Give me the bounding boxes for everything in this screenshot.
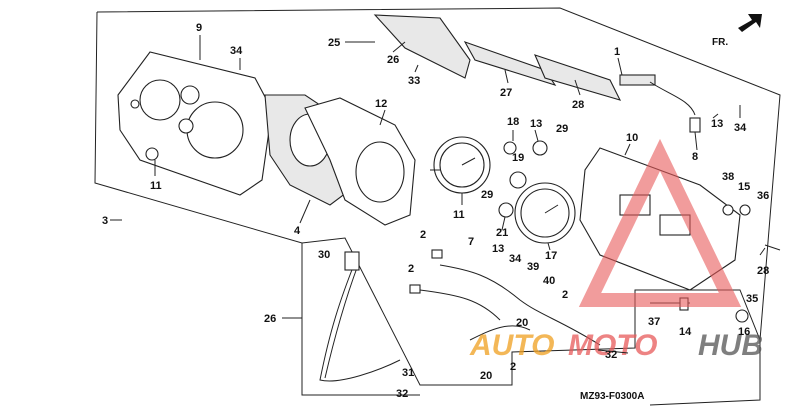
- wire-harness: [409, 249, 601, 346]
- callout-19: 19: [512, 152, 524, 164]
- callout-34-top: 34: [734, 122, 747, 134]
- direction-label: FR.: [712, 37, 728, 48]
- callout-25: 28: [572, 99, 584, 111]
- callout-38: 38: [722, 171, 734, 183]
- callout-36: 36: [757, 190, 769, 202]
- frame-top: [96, 7, 781, 341]
- callout-2-a: 2: [420, 229, 426, 241]
- callout-8: 10: [626, 132, 638, 144]
- callout-6: 8: [692, 151, 698, 163]
- callout-17: 17: [545, 250, 557, 262]
- callout-2-c: 2: [562, 289, 568, 301]
- callout-15: 15: [738, 181, 750, 193]
- callout-35-right: 35: [746, 293, 758, 305]
- diagram-code: MZ93-F0300A: [580, 391, 644, 402]
- callout-40: 40: [543, 275, 555, 287]
- callout-9: 11: [150, 180, 162, 192]
- callout-32: 32: [396, 388, 408, 400]
- meter-visor: [117, 51, 273, 196]
- callout-10: 12: [375, 98, 387, 110]
- callout-30: 32: [605, 349, 617, 361]
- speedometer: [514, 182, 576, 244]
- callout-26: 26: [264, 313, 276, 325]
- callout-27: 30: [318, 249, 330, 261]
- callout-23: 26: [387, 54, 399, 66]
- callout-13-top: 13: [711, 118, 723, 130]
- callout-11: 11: [453, 209, 465, 221]
- callout-3: 3: [102, 215, 108, 227]
- callout-20-top: 20: [516, 317, 528, 329]
- callout-labels: 9 34 11 3 4 12 25 26 33 27 28 1 10 13 34…: [102, 22, 769, 400]
- callout-31: 31: [402, 367, 414, 379]
- callout-21: 21: [496, 227, 508, 239]
- callout-29-top: 29: [556, 123, 568, 135]
- connector: [619, 74, 701, 133]
- callout-39: 39: [527, 261, 539, 273]
- callout-7: 9: [196, 22, 202, 34]
- meter-lens: [304, 97, 416, 226]
- callout-29-mid: 29: [481, 189, 493, 201]
- watermark-text-moto: MOTO: [568, 329, 657, 362]
- watermark: [578, 138, 742, 307]
- callout-34-mid: 34: [509, 253, 522, 265]
- callout-20-bottom: 20: [480, 370, 492, 382]
- callout-37: 37: [648, 316, 660, 328]
- callout-33: 33: [408, 75, 420, 87]
- callout-4: 4: [294, 225, 301, 237]
- callout-16: 16: [738, 326, 750, 338]
- callout-12: 13: [530, 118, 542, 130]
- speedometer-cable: [319, 251, 401, 382]
- callout-14: 14: [679, 326, 692, 338]
- tachometer: [430, 136, 491, 194]
- callout-13-mid: 13: [492, 243, 504, 255]
- watermark-text-auto: AUTO: [469, 329, 554, 362]
- frame-bottom-left: [301, 243, 420, 396]
- leader-lines: [110, 35, 766, 354]
- callout-2-d: 2: [510, 361, 516, 373]
- callout-35: 34: [230, 45, 243, 57]
- front-direction-arrow: FR.: [712, 14, 762, 48]
- callout-2-b: 2: [408, 263, 414, 275]
- callout-18: 18: [507, 116, 519, 128]
- callout-28: 28: [757, 265, 769, 277]
- callout-22: 25: [328, 37, 340, 49]
- callout-5: 7: [468, 236, 474, 248]
- callout-1: 1: [614, 46, 620, 58]
- indicator-strips: [373, 14, 622, 101]
- callout-24: 27: [500, 87, 512, 99]
- watermark-text-hub: HUB: [698, 329, 763, 362]
